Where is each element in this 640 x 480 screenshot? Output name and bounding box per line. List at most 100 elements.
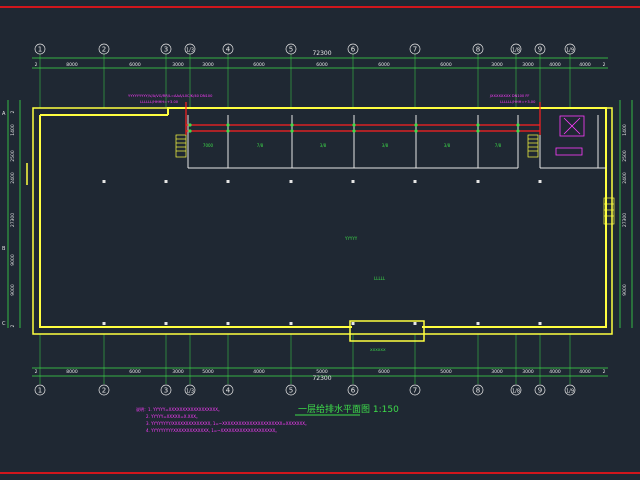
- bottom-dimension-label: 2: [35, 369, 38, 375]
- room-label: 7/8: [257, 143, 264, 148]
- column-marker: [351, 322, 355, 325]
- water-fixture: [188, 129, 192, 133]
- column-marker: [102, 180, 106, 183]
- axis-bubble: [564, 43, 576, 55]
- stair-left-outline: [175, 134, 187, 158]
- axis-label: 3: [164, 387, 168, 395]
- axis-label: 1/8: [512, 389, 520, 395]
- water-fixture: [226, 129, 230, 133]
- top-dimension-label: 6000: [316, 62, 328, 68]
- top-dimension-label: 3000: [172, 62, 184, 68]
- water-fixture: [414, 129, 418, 133]
- axis-bubble: [285, 43, 297, 55]
- axis-bubble: [184, 384, 196, 396]
- axis-label: 5: [289, 387, 293, 395]
- axis-label: 1: [38, 46, 42, 54]
- right-dimension-label: 1400: [622, 124, 628, 136]
- top-dimension-label: 8000: [66, 62, 78, 68]
- left-dimension-label: 9000: [10, 284, 16, 296]
- axis-bubble: [222, 43, 234, 55]
- drawing-title: 一层给排水平面图 1:150: [298, 403, 399, 415]
- side-marker: B: [2, 246, 6, 252]
- axis-label: 7: [413, 387, 417, 395]
- bottom-dimension-label: 4000: [253, 369, 265, 375]
- water-fixture: [188, 123, 192, 127]
- axis-bubble: [160, 43, 172, 55]
- note-3: 3. YYYYYYYY/XXXXXXXXXXXXXX, 1=~XXXXXXXXX…: [146, 421, 309, 426]
- axis-bubble: [184, 43, 196, 55]
- axis-bubble: [409, 43, 421, 55]
- left-dimension-label: 27300: [10, 213, 16, 227]
- column-marker: [164, 180, 168, 183]
- total-dimension-top: 72300: [312, 50, 331, 57]
- axis-label: 2: [102, 387, 106, 395]
- bottom-dimension-label: 5000: [202, 369, 214, 375]
- axis-label: 3: [164, 46, 168, 54]
- pipe-note-left: YYYYYYYYY/V/A/VG/RR/L=AAA/L0C/K/40 DN100: [128, 94, 213, 98]
- stair-right: [527, 134, 539, 158]
- axis-label: 2: [102, 46, 106, 54]
- top-dimension-label: 6000: [378, 62, 390, 68]
- room-label: 3/8: [320, 143, 327, 148]
- axis-bubble: [534, 43, 546, 55]
- water-fixture: [290, 129, 294, 133]
- column-marker: [538, 322, 542, 325]
- top-dimension-label: 6000: [253, 62, 265, 68]
- entrance-label: XXXXXX: [370, 347, 386, 352]
- bottom-dimension-label: 3000: [172, 369, 184, 375]
- hall-label: YYYYY: [344, 236, 358, 241]
- wc-fixtures-outline: [559, 115, 585, 137]
- column-marker: [164, 322, 168, 325]
- axis-label: 1/3: [186, 389, 194, 395]
- left-dimension-label: 9000: [10, 254, 16, 266]
- dimension-lines: [7, 57, 633, 377]
- left-dimension-label: 2500: [10, 150, 16, 162]
- pipe-note-left-sub: LLLLLL/HHHH=+3.00: [140, 100, 179, 104]
- axis-label: 8: [476, 46, 480, 54]
- building-walls: [26, 107, 613, 342]
- side-marker: C: [2, 321, 6, 327]
- right-dimension-label: 27300: [622, 213, 628, 227]
- axis-bubble: [34, 43, 46, 55]
- stair-east-outline: [603, 197, 615, 225]
- axis-label: 7: [413, 46, 417, 54]
- left-dimension-label: 2: [10, 324, 16, 327]
- side-marker: A: [2, 111, 6, 117]
- hall-label-secondary: LLLLL: [374, 276, 386, 281]
- axis-bubble: [564, 384, 576, 396]
- room-label: 3/8: [382, 143, 389, 148]
- pipe-note-right: JXXXXXXXX DN100 FF: [489, 94, 530, 98]
- outer-wall-line: [32, 107, 613, 335]
- left-dimension-label: 2: [10, 110, 16, 113]
- axis-bubble: [98, 384, 110, 396]
- column-marker: [289, 322, 293, 325]
- bottom-dimension-label: 5000: [440, 369, 452, 375]
- axis-label: 9: [538, 387, 542, 395]
- bottom-dimension-label: 6000: [378, 369, 390, 375]
- left-dimension-label: 1400: [10, 124, 16, 136]
- axis-label: 1/8: [512, 48, 520, 54]
- axis-bubble: [472, 43, 484, 55]
- note-1: 说明：1. YYYYY=XXXXXXXXXXXXXXXXXX。: [136, 406, 222, 412]
- axis-label: 1/9: [566, 389, 574, 395]
- axis-grid-lines: [39, 54, 571, 384]
- water-fixture: [516, 129, 520, 133]
- top-dimension-label: 3000: [491, 62, 503, 68]
- bottom-dimension-label: 8000: [66, 369, 78, 375]
- axis-bubble: [409, 384, 421, 396]
- stair-east: [603, 197, 615, 225]
- water-fixture: [414, 123, 418, 127]
- axis-bubble: [34, 384, 46, 396]
- pipe-note-right-sub: LLLLLL/HHH=+3.00: [500, 100, 536, 104]
- axis-bubble: [510, 43, 522, 55]
- water-fixture: [352, 123, 356, 127]
- top-dimension-label: 6000: [129, 62, 141, 68]
